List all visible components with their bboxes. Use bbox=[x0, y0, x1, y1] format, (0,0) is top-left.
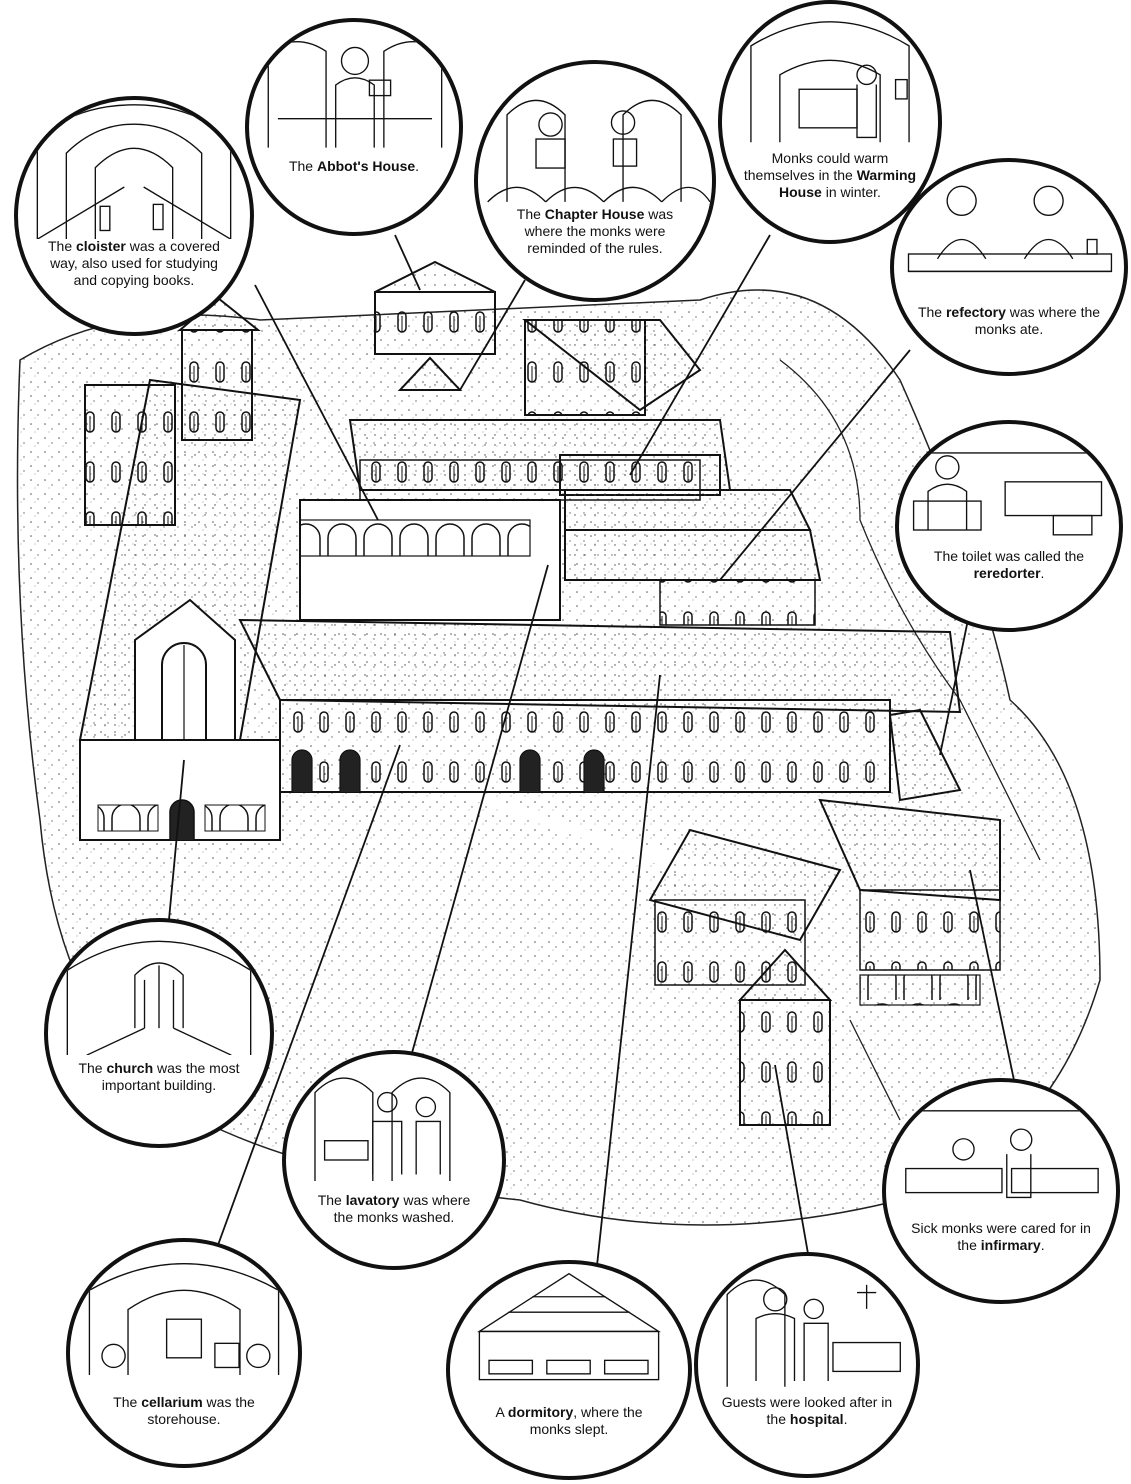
callout-lavatory: The lavatory was where the monks washed. bbox=[282, 1050, 506, 1270]
callout-refectory: The refectory was where the monks ate. bbox=[890, 158, 1128, 376]
chapter-house-caption-post: was where the monks were reminded of the… bbox=[524, 206, 674, 256]
upper-buildings bbox=[374, 260, 721, 496]
cloister-caption-post: was a covered way, also used for studyin… bbox=[50, 238, 220, 288]
abbots-house-caption-pre: The bbox=[288, 158, 317, 174]
refectory-vignette bbox=[907, 185, 1113, 273]
cloister-caption-bold: cloister bbox=[76, 238, 126, 254]
callout-hospital: Guests were looked after in the hospital… bbox=[694, 1252, 920, 1478]
refectory-caption-bold: refectory bbox=[945, 304, 1006, 320]
church-caption: The church was the most important buildi… bbox=[70, 1060, 248, 1094]
infirmary-hospital-buildings bbox=[648, 798, 1001, 1126]
callout-cellarium: The cellarium was the storehouse. bbox=[66, 1238, 302, 1468]
callout-cloister: The cloister was a covered way, also use… bbox=[14, 96, 254, 336]
cloister-caption-pre: The bbox=[47, 238, 76, 254]
church-caption-pre: The bbox=[78, 1060, 107, 1076]
dormitory-caption-post: , where the monks slept. bbox=[529, 1404, 643, 1437]
infirmary-caption-post: . bbox=[1040, 1237, 1045, 1253]
chapter-house-caption: The Chapter House was where the monks we… bbox=[501, 206, 688, 257]
church-vignette bbox=[66, 940, 252, 1056]
callout-warming-house: Monks could warm themselves in the Warmi… bbox=[718, 0, 942, 244]
cellarium-caption-bold: cellarium bbox=[141, 1394, 203, 1410]
cloister-caption: The cloister was a covered way, also use… bbox=[41, 238, 227, 289]
warming-house-vignette bbox=[750, 21, 910, 143]
chapter-house-vignette bbox=[487, 99, 711, 203]
lavatory-vignette bbox=[314, 1077, 451, 1182]
refectory-caption-pre: The bbox=[917, 304, 946, 320]
refectory-caption: The refectory was where the monks ate. bbox=[917, 304, 1101, 338]
warming-house-caption-pre: Monks could warm themselves in the bbox=[743, 150, 889, 183]
hospital-caption-bold: hospital bbox=[789, 1411, 844, 1427]
cellarium-caption-pre: The bbox=[113, 1394, 142, 1410]
abbots-house-vignette bbox=[267, 41, 443, 148]
callout-reredorter: The toilet was called the reredorter. bbox=[895, 420, 1123, 632]
hospital-vignette bbox=[726, 1279, 901, 1387]
reredorter-caption-bold: reredorter bbox=[973, 565, 1041, 581]
church-caption-post: was the most important building. bbox=[101, 1060, 240, 1093]
lavatory-caption-pre: The bbox=[317, 1192, 346, 1208]
abbots-house-caption-post: . bbox=[415, 158, 420, 174]
chapter-house-caption-pre: The bbox=[516, 206, 545, 222]
infirmary-caption: Sick monks were cared for in the infirma… bbox=[909, 1220, 1093, 1254]
chapter-house-caption-bold: Chapter House bbox=[544, 206, 645, 222]
hospital-caption: Guests were looked after in the hospital… bbox=[720, 1394, 894, 1428]
refectory-caption-post: was where the monks ate. bbox=[974, 304, 1101, 337]
infirmary-caption-pre: Sick monks were cared for in the bbox=[911, 1220, 1091, 1253]
church-caption-bold: church bbox=[106, 1060, 154, 1076]
dormitory-range bbox=[238, 618, 962, 802]
warming-house-caption-bold: Warming House bbox=[779, 167, 917, 200]
lavatory-caption-post: was where the monks washed. bbox=[333, 1192, 471, 1225]
reredorter-caption-pre: The toilet was called the bbox=[933, 548, 1085, 564]
warming-house-caption: Monks could warm themselves in the Warmi… bbox=[744, 150, 917, 201]
cloister-vignette bbox=[36, 104, 232, 240]
church-building bbox=[78, 296, 302, 841]
hospital-caption-post: . bbox=[843, 1411, 848, 1427]
warming-house-caption-post: in winter. bbox=[821, 184, 881, 200]
lavatory-caption: The lavatory was where the monks washed. bbox=[308, 1192, 481, 1226]
dormitory-caption: A dormitory, where the monks slept. bbox=[474, 1404, 664, 1438]
callout-church: The church was the most important buildi… bbox=[44, 918, 274, 1148]
dormitory-vignette bbox=[477, 1272, 661, 1381]
abbots-house-caption: The Abbot's House. bbox=[270, 158, 438, 175]
lavatory-caption-bold: lavatory bbox=[345, 1192, 400, 1208]
infirmary-caption-bold: infirmary bbox=[980, 1237, 1041, 1253]
cellarium-vignette bbox=[88, 1263, 280, 1376]
callout-chapter-house: The Chapter House was where the monks we… bbox=[474, 60, 716, 302]
refectory-building bbox=[564, 489, 822, 626]
abbots-house-caption-bold: Abbot's House bbox=[316, 158, 416, 174]
infirmary-vignette bbox=[896, 1110, 1106, 1199]
cellarium-caption-post: was the storehouse. bbox=[147, 1394, 255, 1427]
reredorter-caption: The toilet was called the reredorter. bbox=[921, 548, 1097, 582]
dormitory-caption-pre: A bbox=[495, 1404, 508, 1420]
callout-infirmary: Sick monks were cared for in the infirma… bbox=[882, 1078, 1120, 1304]
hospital-caption-pre: Guests were looked after in the bbox=[721, 1394, 893, 1427]
cellarium-caption: The cellarium was the storehouse. bbox=[93, 1394, 275, 1428]
reredorter-vignette bbox=[908, 452, 1110, 536]
callout-abbots-house: The Abbot's House. bbox=[245, 18, 463, 236]
dormitory-caption-bold: dormitory bbox=[507, 1404, 574, 1420]
reredorter-caption-post: . bbox=[1040, 565, 1045, 581]
callout-dormitory: A dormitory, where the monks slept. bbox=[446, 1260, 692, 1480]
leader-lines bbox=[167, 234, 1016, 1276]
